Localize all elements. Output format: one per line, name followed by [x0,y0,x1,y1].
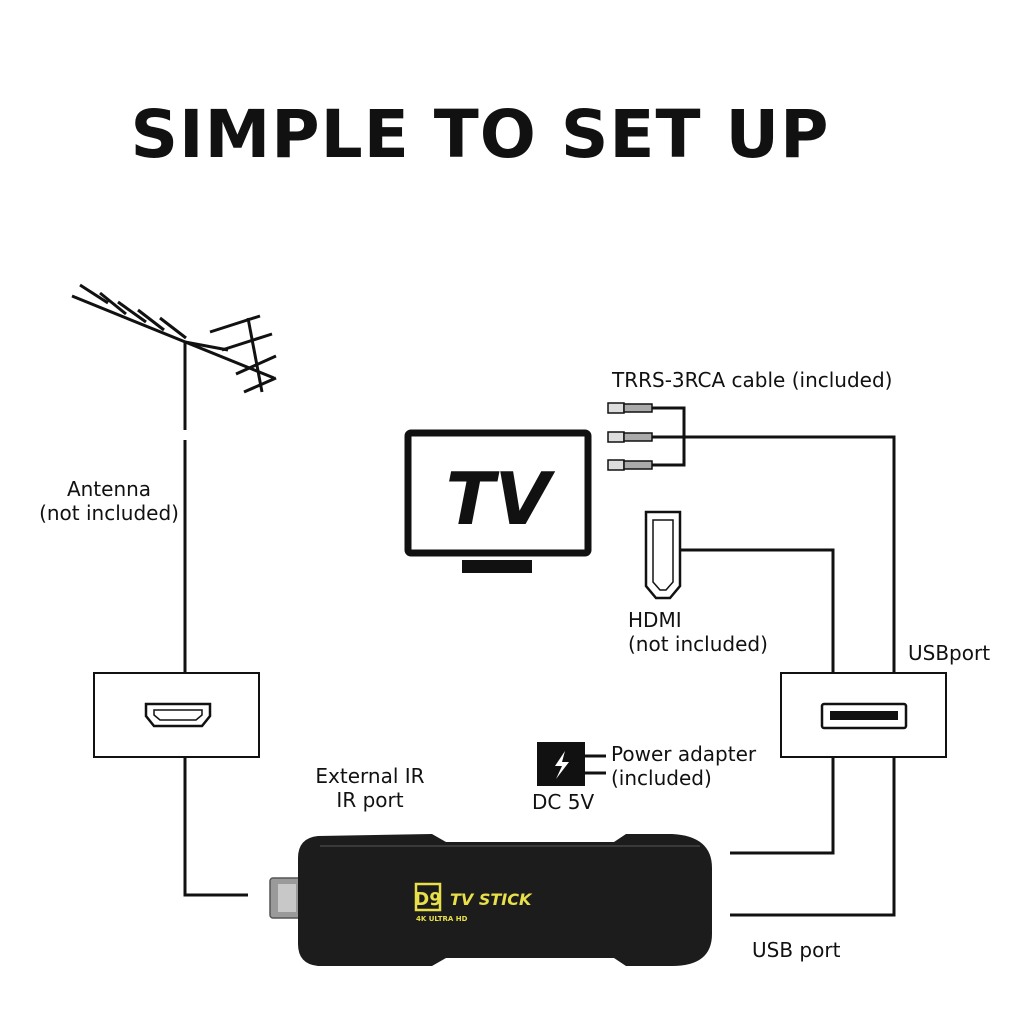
stick-brand-mark: D9 [414,889,441,910]
tv-icon: TV [404,429,592,573]
antenna-box [93,672,260,758]
stick-name: TV STICK [450,890,533,909]
hdmi-label-line1: HDMI [628,608,682,632]
ir-label: External IR IR port [290,764,450,812]
usb-port-icon [820,702,908,730]
power-label-line2: (included) [611,766,712,790]
stick-brand-sub: 4K ULTRA HD [416,915,468,923]
power-adapter-label: Power adapter (included) [611,742,756,790]
hdmi-cable [680,548,835,672]
antenna-icon [71,283,277,430]
tv-stick: D9 4K ULTRA HD TV STICK [269,834,712,966]
antenna-label: Antenna (not included) [14,477,204,525]
lightning-icon [555,751,569,779]
usb-port-top-label: USBport [908,641,991,665]
antenna-label-line1: Antenna [66,477,152,501]
antenna-label-line2: (not included) [39,501,179,525]
dc-label: DC 5V [532,790,595,814]
power-adapter-icon [537,742,606,786]
antenna-to-stick-cable [183,757,248,897]
rca-plug-icon [607,402,653,471]
power-label-line1: Power adapter [611,742,757,766]
hdmi-plug-icon [644,510,682,600]
hdmi-label-line2: (not included) [628,632,768,656]
hdmi-label: HDMI (not included) [628,608,768,656]
page-title: SIMPLE TO SET UP [130,96,830,173]
ir-label-line2: IR port [336,788,404,812]
ir-label-line1: External IR [315,764,425,788]
trrs-label: TRRS-3RCA cable (included) [612,368,893,392]
hdmi-port-icon [144,702,212,728]
usb-port-bottom-label: USB port [752,938,841,962]
tv-label: TV [446,457,556,541]
usb-cable [730,757,835,855]
